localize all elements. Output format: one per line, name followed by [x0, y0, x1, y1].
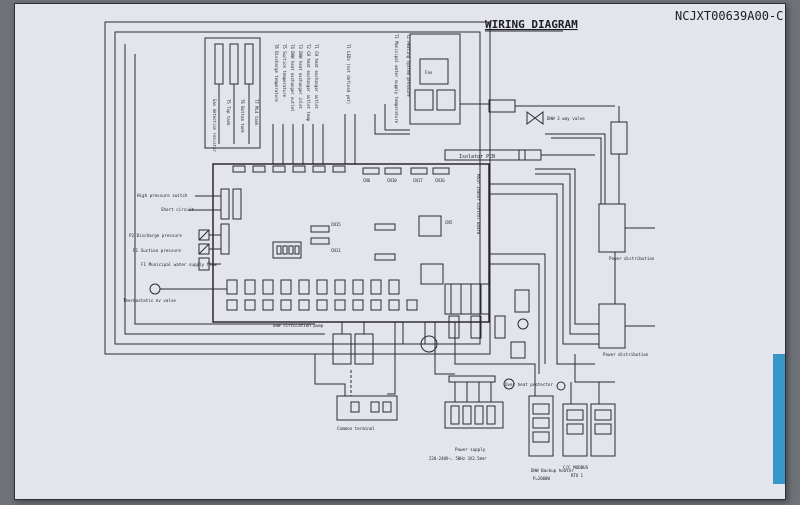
- label-mid-tank: T7 Mid tank: [254, 99, 259, 126]
- label-dhw-backup-power: P=2000W: [533, 476, 550, 481]
- dhw-backup-heater: DHW Backup heater P=2000W: [528, 395, 574, 481]
- label-power-supply: Power supply: [455, 447, 486, 452]
- document-code: NCJXT00639A00-C: [675, 9, 783, 23]
- label-short-circuit: Short circuit: [161, 207, 194, 212]
- sensor-label-leds: T1 LEDs (not defined yet): [346, 44, 351, 104]
- label-high-pressure-switch: High pressure switch: [137, 193, 188, 198]
- dhw-circulation-pump: DHW circulation pump: [273, 322, 374, 365]
- cn-label: CN16: [435, 178, 445, 183]
- right-power-distribution: Power distribution Power distribution: [489, 106, 655, 365]
- main-control-board: Main Indoor Control Board CN6 CN10 CN17 …: [212, 163, 490, 323]
- over-heat-protector: Over heat protector: [503, 378, 566, 391]
- label-isolator-pcb: Isolator PCB: [459, 154, 495, 160]
- label-common-terminal: Common terminal: [337, 426, 375, 431]
- label-gas-detection: Gas detection resistor: [212, 99, 217, 153]
- tank-sensor-assembly: Gas detection resistor T5 Top tank T6 Bo…: [204, 37, 261, 153]
- wiring-diagram: WIRING DIAGRAM NCJXT00639A00-C Gas detec…: [104, 9, 783, 481]
- sensor-label: T5 Suction temperature: [282, 44, 287, 98]
- label-top-tank: T5 Top tank: [226, 99, 231, 126]
- cn-label: CN10: [387, 178, 397, 183]
- label-power-distribution-2: Power distribution: [603, 352, 649, 357]
- flow-sensor: F1 Municipal water supply flow: [141, 257, 221, 271]
- top-right-component: T1 Municipal water supply temperature T2…: [394, 33, 461, 125]
- cn-label: CN6: [363, 178, 371, 183]
- board-label: Main Indoor Control Board: [476, 174, 481, 235]
- label-fan: Fan: [425, 70, 433, 75]
- label-thermostatic-ev-valve: Thermostatic ev valve: [123, 298, 176, 303]
- label-p2-discharge-pressure: P2 Discharge pressure: [129, 233, 182, 238]
- label-dhw-3-way-valve: DHW 3 way valve: [547, 116, 585, 121]
- board-terminal-block: [444, 283, 490, 315]
- sensor-label: T6 Discharge temperature: [274, 44, 279, 102]
- label-municipal-temp: T1 Municipal water supply temperature: [394, 34, 399, 124]
- pressure-sensors: P2 Discharge pressure P1 Suction pressur…: [129, 229, 221, 255]
- sensor-label: T4 DHW heat exchanger outlet: [290, 44, 295, 112]
- label-power-distribution-1: Power distribution: [609, 256, 655, 261]
- common-terminal: Common terminal: [336, 395, 398, 431]
- label-dhw-circulation-pump: DHW circulation pump: [273, 323, 324, 328]
- label-heating-pressure: T2 Heating system pressure: [406, 34, 411, 97]
- label-p1-suction-pressure: P1 Suction pressure: [133, 248, 181, 253]
- label-power-supply-spec: 220-240V~, 50Hz 3X2.5mm²: [429, 456, 487, 461]
- label-over-heat-protector: Over heat protector: [505, 382, 553, 387]
- sensor-label: T3 DHW heat exchanger inlet: [298, 44, 303, 110]
- interconnect-wiring: [124, 44, 615, 396]
- label-dhw-backup-heater: DHW Backup heater: [531, 468, 574, 473]
- label-cc-modbus: C/C MODBUS: [563, 465, 589, 470]
- label-f1-municipal-water-supply-flow: F1 Municipal water supply flow: [141, 262, 217, 267]
- thermostatic-valve: Thermostatic ev valve: [123, 283, 227, 303]
- sensor-label: T2 CH heat exchanger outlet temp: [306, 44, 311, 122]
- diagram-sheet: WIRING DIAGRAM NCJXT00639A00-C Gas detec…: [14, 3, 786, 500]
- label-bottom-tank: T6 Bottom tank: [240, 99, 245, 133]
- cc-modbus-terminals: C/C MODBUS RTU 1: [562, 382, 616, 478]
- relay-components: [402, 289, 530, 359]
- label-rtu: RTU 1: [571, 473, 584, 478]
- diagram-title: WIRING DIAGRAM: [485, 18, 578, 31]
- isolator-pcb: Isolator PCB: [444, 149, 595, 161]
- cn-label: CN17: [413, 178, 423, 183]
- temperature-sensors: T6 Discharge temperature T5 Suction temp…: [272, 44, 356, 164]
- cn-label: CN5: [445, 220, 453, 225]
- cn-label: CN15: [331, 222, 341, 227]
- dhw-3-way-valve: DHW 3 way valve: [460, 99, 615, 125]
- sensor-label: T1 CH heat exchanger outlet: [314, 44, 319, 110]
- cn-label: CN11: [331, 248, 341, 253]
- side-edge-strip: [773, 354, 785, 484]
- power-supply-terminal: Power supply 220-240V~, 50Hz 3X2.5mm²: [429, 375, 504, 461]
